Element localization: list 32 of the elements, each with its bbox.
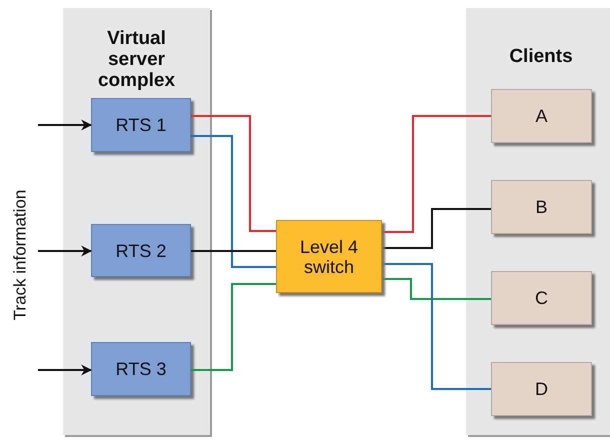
group-panel bbox=[63, 8, 210, 435]
box-label: RTS 2 bbox=[116, 240, 166, 260]
box-label: B bbox=[535, 197, 548, 217]
connector-line bbox=[191, 135, 276, 268]
connector-line bbox=[382, 263, 491, 390]
arrow bbox=[38, 364, 92, 376]
axis-label: Track information bbox=[10, 190, 30, 320]
group-panel bbox=[466, 8, 610, 435]
connector-line bbox=[382, 208, 491, 249]
client-box bbox=[491, 89, 592, 143]
panel-heading: Clients bbox=[508, 46, 574, 67]
box-label: D bbox=[535, 379, 548, 399]
box-label: A bbox=[535, 106, 548, 126]
server-box bbox=[91, 342, 191, 396]
connector-line bbox=[191, 250, 276, 252]
connector-line bbox=[191, 283, 276, 371]
box-label: C bbox=[535, 288, 548, 308]
client-box bbox=[491, 271, 592, 325]
panel-heading: Virtual server complex bbox=[96, 28, 176, 91]
client-box bbox=[491, 180, 592, 234]
box-label: RTS 3 bbox=[116, 359, 166, 379]
connector-line bbox=[382, 115, 491, 233]
client-box bbox=[491, 362, 592, 416]
switch-box bbox=[276, 220, 382, 293]
box-label: Level 4 switch bbox=[298, 236, 360, 276]
arrow bbox=[38, 246, 92, 256]
box-label: RTS 1 bbox=[116, 115, 166, 135]
connector-line bbox=[382, 278, 491, 300]
server-box bbox=[91, 98, 191, 152]
arrow bbox=[38, 120, 92, 130]
connector-line bbox=[191, 115, 276, 232]
server-box bbox=[91, 224, 191, 277]
